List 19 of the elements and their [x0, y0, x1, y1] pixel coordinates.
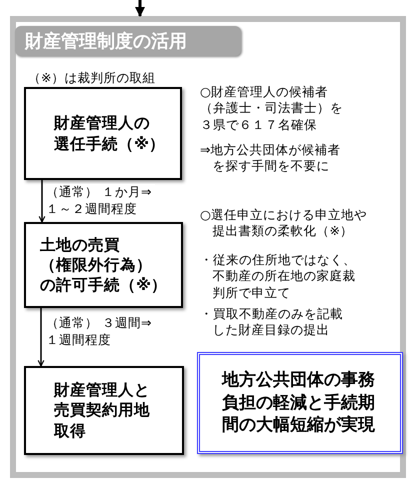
box-text: 地方公共団体の事務負担の軽減と手続期間の大幅短縮が実現: [222, 368, 376, 438]
arrow: [135, 0, 145, 17]
section-heading: 財産管理制度の活用: [15, 26, 241, 56]
process-box: [24, 366, 184, 455]
arrow: [38, 180, 46, 223]
note-text: （※）は裁判所の取組: [28, 70, 156, 86]
description-text: ○選任申立における申立地や提出書類の柔軟化（※）: [200, 207, 368, 240]
process-box: [24, 87, 182, 180]
description-text: ・従来の住所地ではなく、不動産の所在地の家庭裁判所で申立て: [200, 252, 357, 301]
process-box: [24, 222, 183, 308]
description-text: ・買取不動産のみを記載した財産目録の提出: [200, 306, 344, 338]
result-box: [197, 352, 403, 454]
box-text: 財産管理人と売買契約用地取得: [54, 380, 151, 441]
arrow: [38, 308, 44, 367]
description-text: ○財産管理人の候補者（弁護士・司法書士）を３県で６１７名確保: [200, 84, 344, 133]
description-text: ⇒地方公共団体が候補者を探す手間を不要に: [200, 142, 342, 174]
box-text: 財産管理人の選任手続（※）: [54, 113, 166, 154]
section-panel: [10, 16, 406, 478]
box-text: 土地の売買（権限外行為）の許可手続（※）: [40, 234, 168, 296]
